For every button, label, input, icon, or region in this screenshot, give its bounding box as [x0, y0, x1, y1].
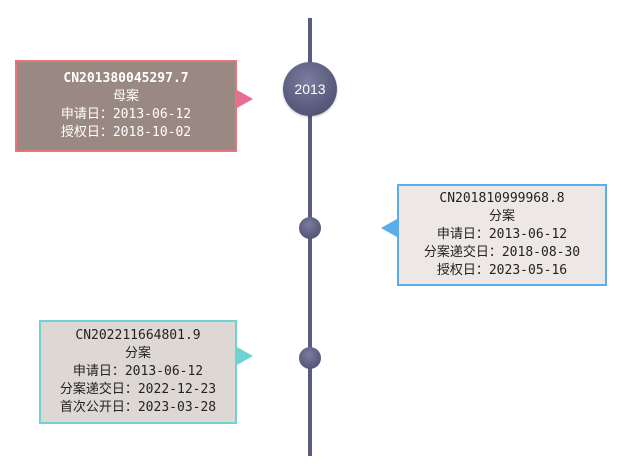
application-date: 申请日：2013-06-12 — [437, 226, 567, 244]
patent-card-parent: CN201380045297.7 母案 申请日：2013-06-12 授权日：2… — [15, 60, 237, 152]
patent-number: CN201810999968.8 — [439, 190, 564, 208]
patent-type: 分案 — [489, 208, 515, 226]
application-date: 申请日：2013-06-12 — [61, 106, 191, 124]
timeline-node-3 — [299, 347, 321, 369]
publication-date: 首次公开日：2023-03-28 — [60, 399, 216, 417]
divisional-date: 分案递交日：2022-12-23 — [60, 381, 216, 399]
patent-card-divisional-2: CN202211664801.9 分案 申请日：2013-06-12 分案递交日… — [39, 320, 237, 424]
patent-number: CN201380045297.7 — [63, 70, 188, 88]
patent-number: CN202211664801.9 — [75, 327, 200, 345]
patent-type: 分案 — [125, 345, 151, 363]
patent-type: 母案 — [113, 88, 139, 106]
grant-date: 授权日：2018-10-02 — [61, 124, 191, 142]
card-pointer-3 — [237, 347, 253, 365]
patent-card-divisional-1: CN201810999968.8 分案 申请日：2013-06-12 分案递交日… — [397, 184, 607, 286]
card-pointer-2 — [381, 219, 397, 237]
timeline-node-2 — [299, 217, 321, 239]
grant-date: 授权日：2023-05-16 — [437, 262, 567, 280]
year-label: 2013 — [294, 81, 325, 97]
divisional-date: 分案递交日：2018-08-30 — [424, 244, 580, 262]
card-pointer-1 — [237, 90, 253, 108]
year-node-2013: 2013 — [283, 62, 337, 116]
application-date: 申请日：2013-06-12 — [73, 363, 203, 381]
